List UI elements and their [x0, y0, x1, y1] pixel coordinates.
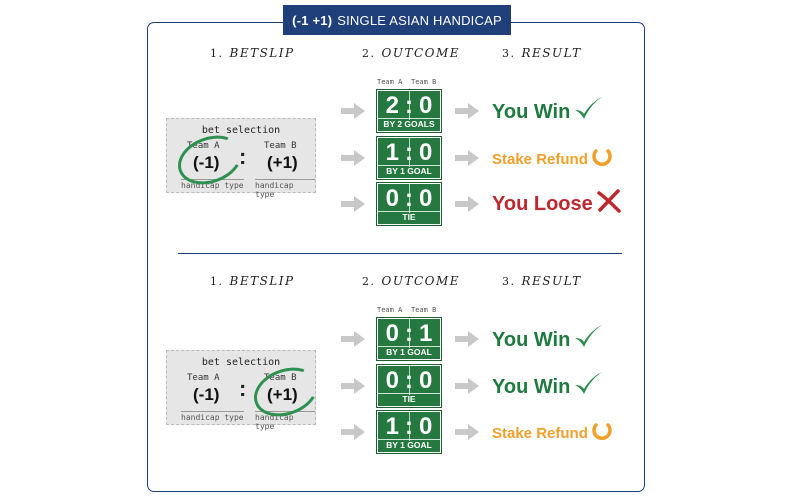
team-a-handicap: (-1) — [193, 385, 220, 404]
result-text: You Win — [492, 100, 571, 123]
checkmark-icon — [570, 96, 603, 128]
heading-label: OUTCOME — [381, 46, 461, 60]
arrow-to-result — [454, 423, 480, 441]
column-heading-outcome: 2. OUTCOME — [362, 274, 460, 288]
checkmark-icon — [570, 324, 603, 356]
result-text: Stake Refund — [492, 424, 588, 442]
scoreboard-team-a-label: Team A — [377, 306, 403, 314]
result-win: You Win — [492, 96, 603, 128]
scoreboard-score: 1:0 — [385, 139, 439, 166]
heading-number: 2. — [362, 275, 376, 288]
scoreboard-margin-label: BY 1 GOAL — [378, 165, 440, 177]
heading-number: 1. — [210, 47, 224, 60]
scoreboard-margin-label: TIE — [378, 211, 440, 223]
scoreboard-score: 0:0 — [385, 367, 439, 394]
scoreboard-margin-label: BY 1 GOAL — [378, 346, 440, 358]
arrow-to-result — [454, 377, 480, 395]
scoreboard-team-a-label: Team A — [377, 78, 403, 86]
heading-number: 2. — [362, 47, 376, 60]
team-b-handicap: (+1) — [267, 385, 298, 404]
arrow-to-outcome — [340, 377, 366, 395]
column-heading-result: 3. RESULT — [502, 46, 582, 60]
result-text: You Loose — [492, 192, 593, 215]
column-heading-outcome: 2. OUTCOME — [362, 46, 460, 60]
result-text: Stake Refund — [492, 150, 588, 168]
pitch-midline — [409, 91, 410, 120]
pitch-midline — [409, 412, 410, 441]
ticket-colon: : — [239, 376, 247, 401]
team-b-handicap: (+1) — [267, 153, 298, 172]
team-a-label: Team A — [187, 141, 220, 151]
team-b-handicap-type: handicap type — [255, 179, 315, 199]
section-divider — [178, 253, 622, 254]
refund-cycle-icon — [588, 147, 613, 171]
bet-selection-title: bet selection — [201, 357, 281, 368]
checkmark-icon — [570, 371, 603, 403]
result-text: You Win — [492, 328, 571, 351]
refund-cycle-icon — [588, 421, 613, 445]
pitch-midline — [409, 138, 410, 167]
team-b-handicap-type: handicap type — [255, 411, 315, 431]
result-refund: Stake Refund — [492, 421, 613, 445]
cross-icon — [593, 189, 622, 219]
diagram-title: (-1 +1) SINGLE ASIAN HANDICAP — [283, 5, 511, 35]
scoreboard-margin-label: TIE — [378, 393, 440, 405]
pitch-midline — [409, 366, 410, 395]
team-a-handicap-type: handicap type — [181, 411, 244, 422]
scoreboard-score: 1:0 — [385, 413, 439, 440]
title-handicap: (-1 +1) — [292, 12, 333, 28]
ticket-colon: : — [239, 144, 247, 169]
result-win: You Win — [492, 324, 603, 356]
team-b-label: Team B — [264, 141, 297, 151]
scoreboard-team-b-label: Team B — [411, 78, 437, 86]
title-text: SINGLE ASIAN HANDICAP — [337, 12, 502, 28]
team-a-handicap: (-1) — [193, 153, 220, 172]
arrow-to-outcome — [340, 195, 366, 213]
arrow-to-result — [454, 149, 480, 167]
column-heading-betslip: 1. BETSLIP — [210, 274, 295, 288]
scoreboard-score: 2:0 — [385, 92, 439, 119]
heading-number: 3. — [502, 47, 516, 60]
scoreboard-team-b-label: Team B — [411, 306, 437, 314]
arrow-to-outcome — [340, 423, 366, 441]
arrow-to-outcome — [340, 330, 366, 348]
pitch-midline — [409, 184, 410, 213]
arrow-to-result — [454, 195, 480, 213]
result-lose: You Loose — [492, 189, 622, 219]
arrow-to-result — [454, 330, 480, 348]
scoreboard-score: 0:0 — [385, 185, 439, 212]
pitch-midline — [409, 319, 410, 348]
heading-label: RESULT — [521, 274, 582, 288]
bet-selection-title: bet selection — [201, 125, 281, 136]
heading-label: BETSLIP — [229, 274, 295, 288]
team-b-label: Team B — [264, 373, 297, 383]
heading-label: RESULT — [521, 46, 582, 60]
team-a-label: Team A — [187, 373, 220, 383]
column-heading-result: 3. RESULT — [502, 274, 582, 288]
result-text: You Win — [492, 375, 571, 398]
scoreboard-margin-label: BY 1 GOAL — [378, 439, 440, 451]
result-refund: Stake Refund — [492, 147, 613, 171]
heading-number: 1. — [210, 275, 224, 288]
arrow-to-result — [454, 102, 480, 120]
heading-number: 3. — [502, 275, 516, 288]
result-win: You Win — [492, 371, 603, 403]
arrow-to-outcome — [340, 149, 366, 167]
heading-label: BETSLIP — [229, 46, 295, 60]
heading-label: OUTCOME — [381, 274, 461, 288]
scoreboard-score: 0:1 — [385, 320, 439, 347]
arrow-to-outcome — [340, 102, 366, 120]
team-a-handicap-type: handicap type — [181, 179, 244, 190]
column-heading-betslip: 1. BETSLIP — [210, 46, 295, 60]
scoreboard-margin-label: BY 2 GOALS — [378, 118, 440, 130]
